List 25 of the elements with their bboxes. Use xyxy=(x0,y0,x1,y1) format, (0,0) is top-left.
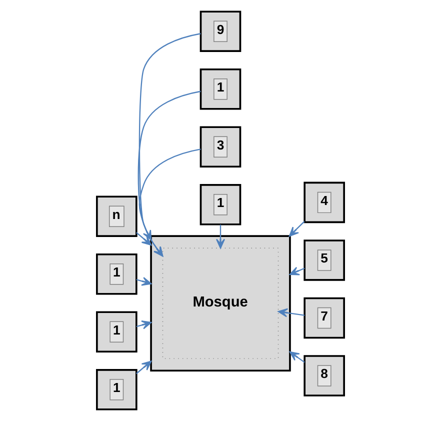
node-box: n xyxy=(96,196,137,237)
node-box: 1 xyxy=(96,368,137,410)
arrow xyxy=(138,33,200,257)
node-box: 1 xyxy=(199,68,241,110)
node-box: 7 xyxy=(303,297,344,339)
arrow xyxy=(136,276,152,286)
arrow xyxy=(277,308,304,318)
node-box: 9 xyxy=(199,10,241,52)
arrow xyxy=(215,224,225,249)
arrow xyxy=(136,320,152,330)
arrow xyxy=(288,266,304,276)
node-box: 1 xyxy=(199,184,241,226)
arrow xyxy=(138,148,200,257)
node-box: 4 xyxy=(303,182,344,224)
node-box: Mosque xyxy=(162,248,278,359)
node-box: 1 xyxy=(96,253,137,295)
node-box: 1 xyxy=(96,311,137,353)
arrow xyxy=(136,232,152,246)
node-box: 8 xyxy=(303,355,344,396)
arrow xyxy=(288,351,304,363)
node-box: 5 xyxy=(303,240,344,281)
arrow xyxy=(136,360,152,374)
cluster xyxy=(150,235,290,372)
arrow xyxy=(288,221,304,237)
node-box: 3 xyxy=(199,126,241,168)
